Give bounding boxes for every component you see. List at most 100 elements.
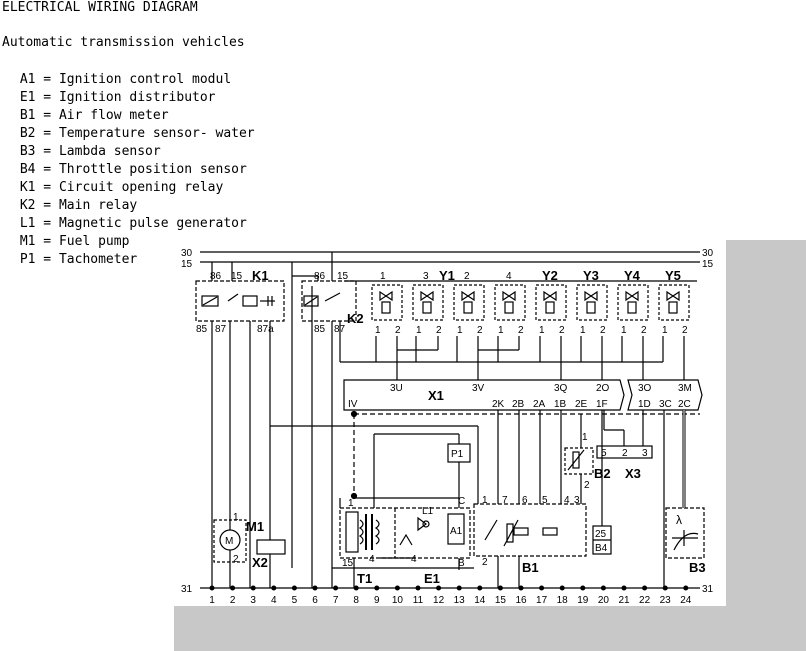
legend-item: A1 = Ignition control modul bbox=[19, 72, 232, 87]
terminal-number: 16 bbox=[515, 595, 527, 606]
terminal-dot bbox=[456, 585, 462, 591]
injector-3: 1 2 bbox=[412, 284, 444, 336]
terminal-dot bbox=[394, 585, 400, 591]
ignition-t1-e1: A1 L1 C B 1 15 4 4 T1 E1 bbox=[332, 434, 474, 586]
legend-item: B2 = Temperature sensor- water bbox=[19, 126, 255, 141]
k2-label: K2 bbox=[347, 311, 364, 326]
legend-desc: Lambda sensor bbox=[58, 144, 161, 159]
legend-item: E1 = Ignition distributor bbox=[19, 90, 216, 105]
k1-pin-85: 85 bbox=[196, 324, 208, 335]
legend-item: B1 = Air flow meter bbox=[19, 108, 169, 123]
x1-pin-2c: 2C bbox=[678, 399, 691, 410]
terminal-number: 14 bbox=[474, 595, 486, 606]
terminal-number: 22 bbox=[639, 595, 651, 606]
terminal-number: 13 bbox=[454, 595, 466, 606]
legend-code: B1 bbox=[19, 108, 36, 123]
x1-pin-2a: 2A bbox=[533, 399, 546, 410]
m1-label: M1 bbox=[246, 519, 264, 534]
tachometer-p1: P1 bbox=[374, 433, 471, 500]
legend-desc: Magnetic pulse generator bbox=[58, 216, 247, 231]
k2-pin-85: 85 bbox=[314, 324, 326, 335]
air-flow-meter-b1: 1 7 6 5 4 3 2 B1 bbox=[270, 410, 587, 575]
legend-code: A1 bbox=[19, 72, 36, 87]
t1-label: T1 bbox=[357, 571, 372, 586]
terminal-number: 9 bbox=[374, 595, 380, 606]
rail-31-label-left: 31 bbox=[181, 584, 193, 595]
x1-pin-2o: 2O bbox=[596, 383, 610, 394]
e1-pin-b: B bbox=[458, 558, 465, 569]
k1-pin-87: 87 bbox=[215, 324, 227, 335]
valve-y4: 1 2 bbox=[617, 284, 649, 336]
terminal-number: 12 bbox=[433, 595, 445, 606]
x1-pin-3v: 3V bbox=[472, 383, 485, 394]
terminal-number: 11 bbox=[413, 595, 424, 606]
terminal-dot bbox=[271, 585, 277, 591]
t1-pin-1: 1 bbox=[348, 498, 354, 509]
connector-x2: X2 bbox=[252, 321, 286, 588]
terminal-number: 20 bbox=[598, 595, 610, 606]
connector-x3: 5 2 3 X3 bbox=[596, 410, 653, 481]
x1-pin-1b: 1B bbox=[554, 399, 567, 410]
legend-item: M1 = Fuel pump bbox=[19, 234, 130, 249]
connector-x1: 3U 3V 3Q 2O 3O 3M X1 IV 2K 2B 2A 1B 2E 1… bbox=[343, 379, 703, 411]
t1-pin-15: 15 bbox=[342, 558, 354, 569]
t1-pin-4: 4 bbox=[369, 554, 375, 565]
legend-item: P1 = Tachometer bbox=[19, 252, 138, 267]
terminal-dot bbox=[374, 585, 380, 591]
legend-code: B3 bbox=[19, 144, 36, 159]
x3-pin-2: 2 bbox=[622, 448, 628, 459]
b1-pin-4: 4 bbox=[564, 495, 570, 506]
legend-item: B4 = Throttle position sensor bbox=[19, 162, 247, 177]
rail-31-label-right: 31 bbox=[702, 584, 714, 595]
legend-code: B2 bbox=[19, 126, 36, 141]
terminal-number: 24 bbox=[680, 595, 692, 606]
injector-4-pin-2: 2 bbox=[518, 325, 524, 336]
terminal-number: 18 bbox=[557, 595, 569, 606]
rail-15: 15 15 bbox=[181, 259, 714, 270]
legend-code: K1 bbox=[19, 180, 36, 195]
wiring-diagram-svg: 30 30 15 15 31 31 86 15 K1 85 87 87a bbox=[181, 248, 714, 606]
rail-15-label-right: 15 bbox=[702, 259, 714, 270]
injector-2: 1 2 bbox=[453, 284, 485, 336]
b4-pin-25: 25 bbox=[595, 529, 607, 540]
terminal-dot bbox=[312, 585, 318, 591]
b1-label: B1 bbox=[522, 560, 539, 575]
terminal-number: 4 bbox=[271, 595, 277, 606]
legend-code: K2 bbox=[19, 198, 36, 213]
legend-item: K2 = Main relay bbox=[19, 198, 138, 213]
e1-pin-4: 4 bbox=[411, 554, 417, 565]
b1-pin-2: 2 bbox=[482, 557, 488, 568]
k2-pin-86: 86 bbox=[314, 271, 326, 282]
legend-desc: Circuit opening relay bbox=[58, 180, 224, 195]
terminal-dot bbox=[497, 585, 503, 591]
rail-31: 31 31 bbox=[181, 584, 714, 595]
legend-item: L1 = Magnetic pulse generator bbox=[19, 216, 247, 231]
b1-pin-7: 7 bbox=[502, 495, 508, 506]
valve-y5: 1 2 bbox=[658, 284, 690, 336]
injector-3-pin-1: 1 bbox=[416, 325, 422, 336]
injector-label-y5: Y5 bbox=[665, 268, 681, 283]
terminal-dot bbox=[436, 585, 442, 591]
injector-label-y3: Y3 bbox=[583, 268, 599, 283]
terminal-dot bbox=[518, 585, 524, 591]
valve-y3-pin-1: 1 bbox=[580, 325, 586, 336]
injector-2-pin-2: 2 bbox=[477, 325, 483, 336]
x1-pin-3u: 3U bbox=[390, 383, 403, 394]
rail-30: 30 30 bbox=[181, 248, 714, 259]
legend-desc: Main relay bbox=[58, 198, 138, 213]
valve-y4-pin-1: 1 bbox=[621, 325, 627, 336]
legend-desc: Fuel pump bbox=[58, 234, 130, 249]
injector-3-pin-2: 2 bbox=[436, 325, 442, 336]
x1-pin-2b: 2B bbox=[512, 399, 525, 410]
x1-pin-iv: IV bbox=[348, 399, 358, 410]
component-legend: A1 = Ignition control modul E1 = Ignitio… bbox=[12, 71, 255, 269]
rail-30-label-right: 30 bbox=[702, 248, 714, 259]
terminal-dot bbox=[683, 585, 689, 591]
p1-label: P1 bbox=[451, 449, 464, 460]
injector-label-y2: Y2 bbox=[542, 268, 558, 283]
x1-pin-2k: 2K bbox=[492, 399, 505, 410]
legend-code: B4 bbox=[19, 162, 36, 177]
terminal-number: 6 bbox=[312, 595, 318, 606]
relay-k1: 86 15 K1 85 87 87a bbox=[195, 262, 285, 588]
